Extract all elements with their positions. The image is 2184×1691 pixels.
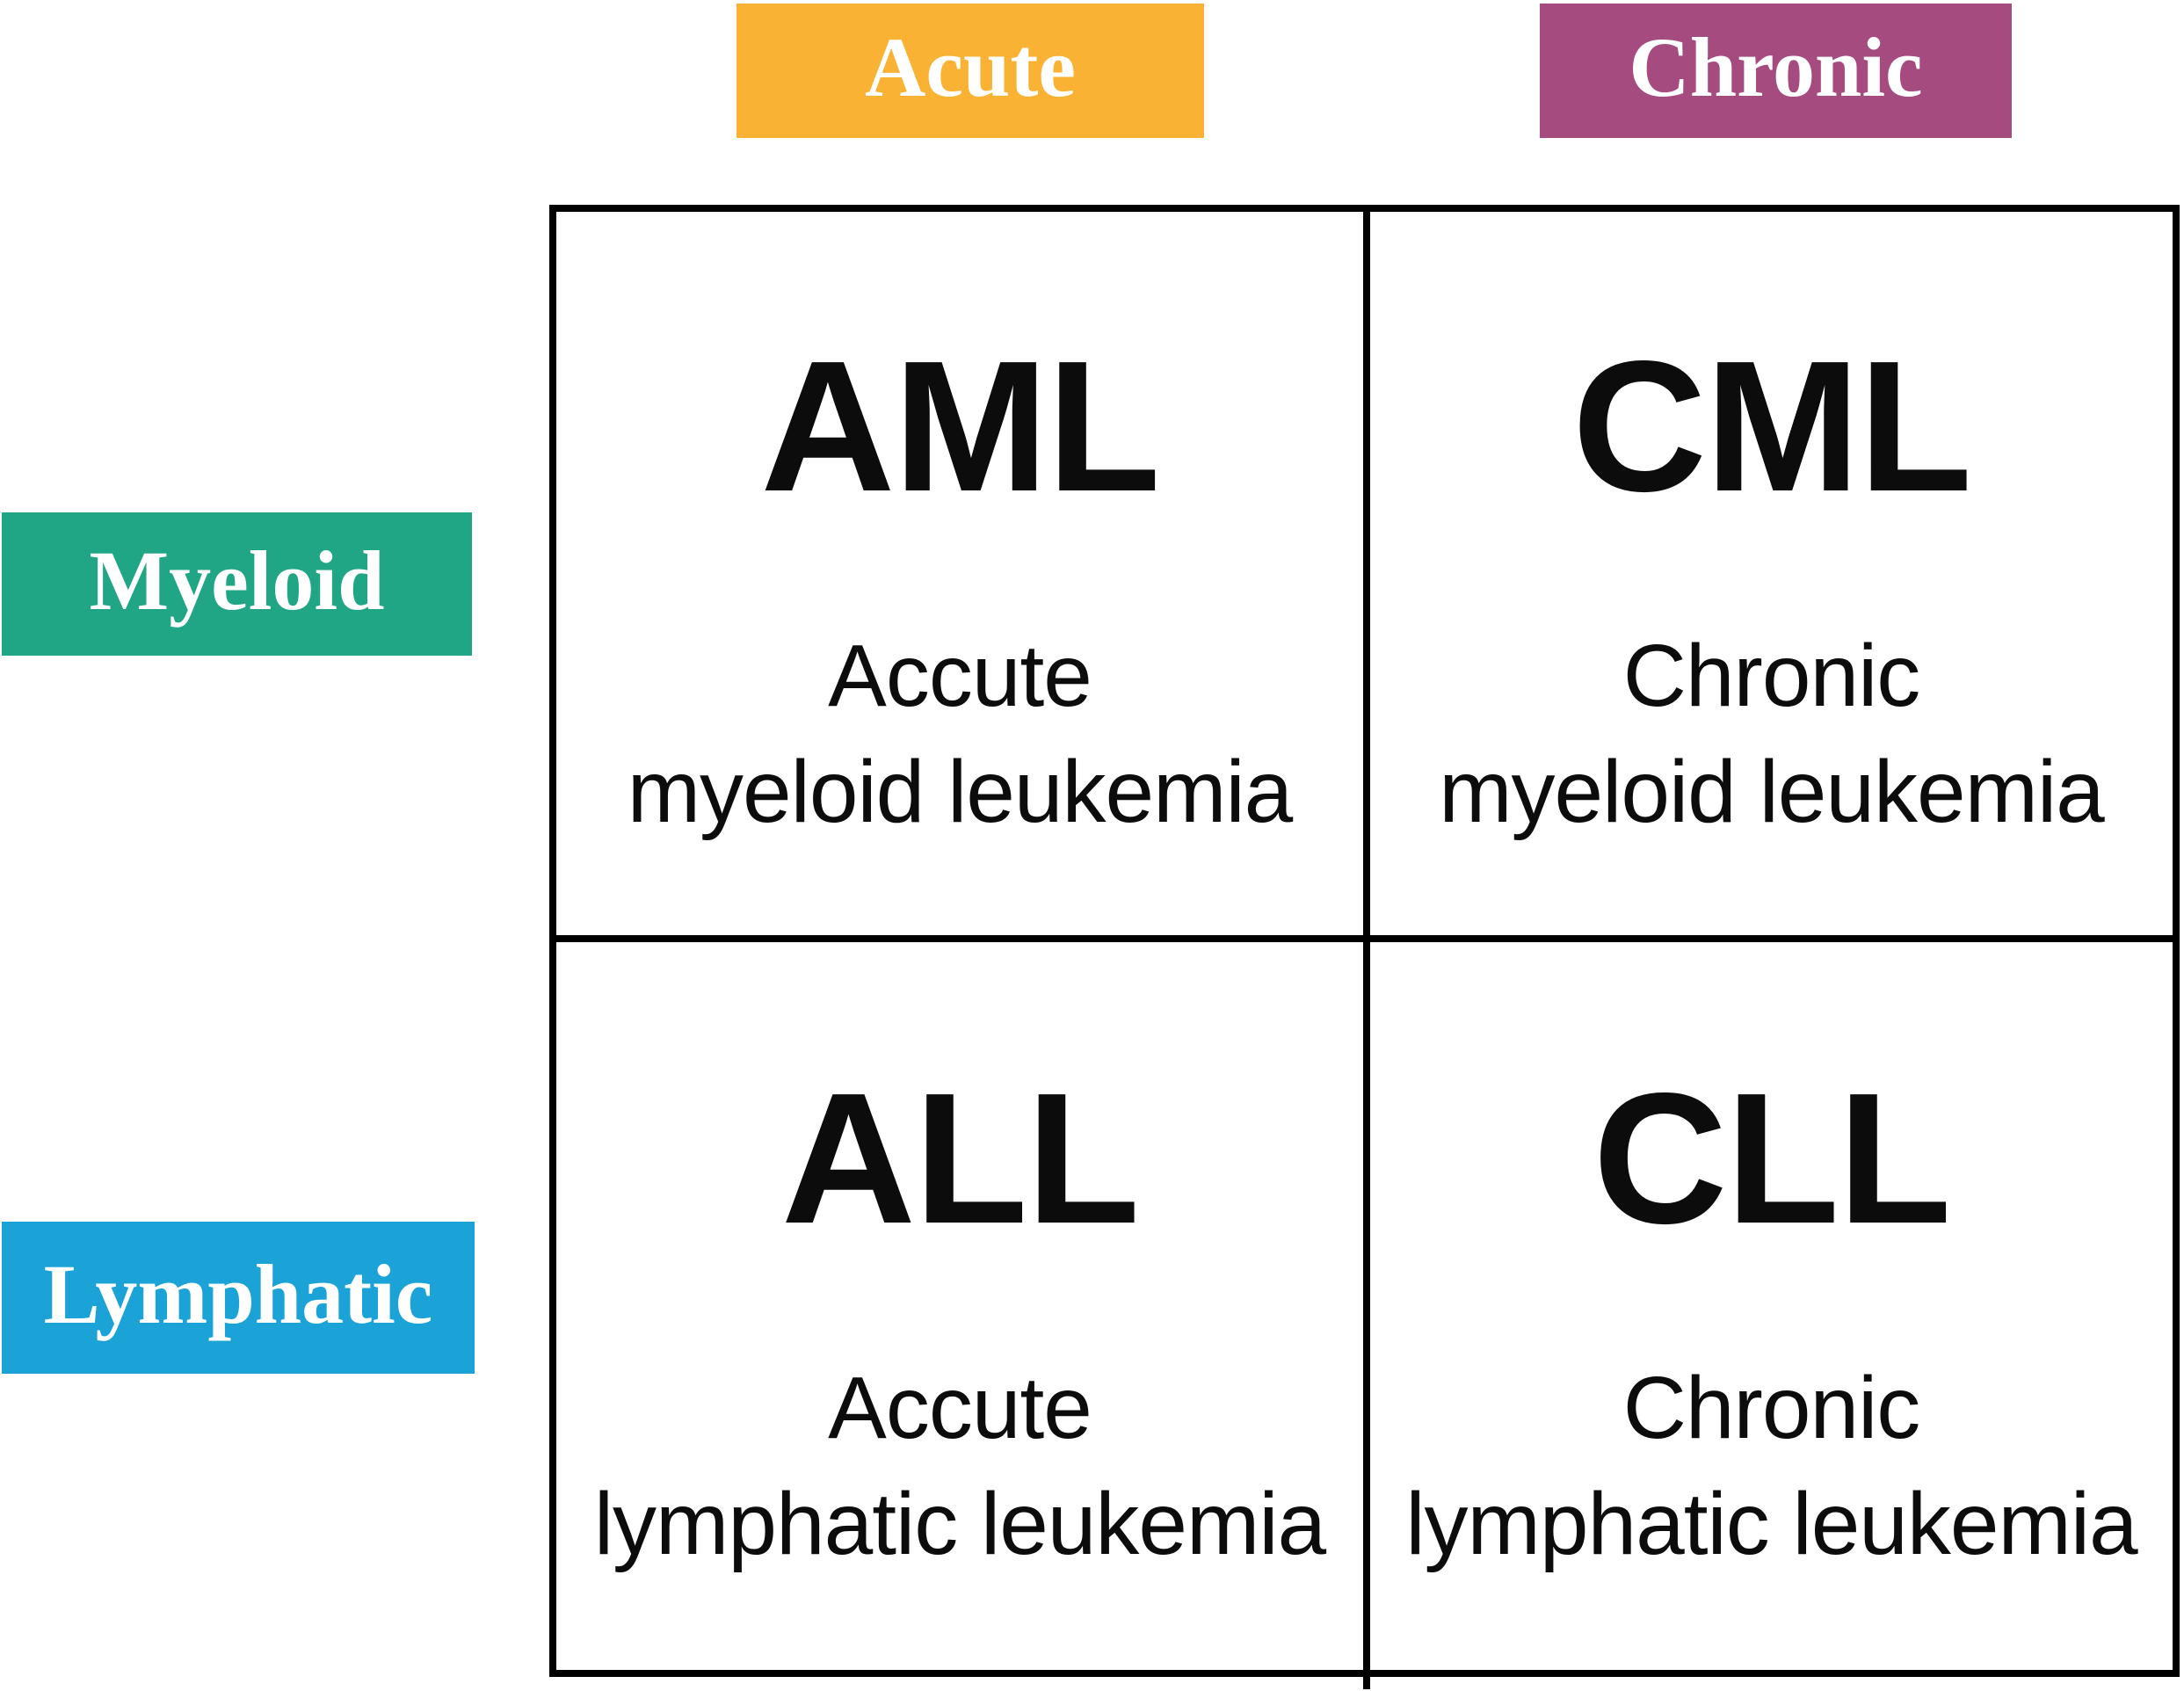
column-header-acute: Acute bbox=[736, 4, 1204, 138]
cell-cll-caption: Chronic lymphatic leukemia bbox=[1405, 1350, 2137, 1582]
cell-aml: AML Accute myeloid leukemia bbox=[556, 212, 1363, 935]
cell-all-caption-line-1: Accute bbox=[828, 1359, 1092, 1457]
row-header-lymphatic: Lymphatic bbox=[2, 1222, 475, 1374]
cell-cll: CLL Chronic lymphatic leukemia bbox=[1370, 942, 2173, 1670]
column-header-chronic: Chronic bbox=[1540, 4, 2012, 138]
cell-aml-caption: Accute myeloid leukemia bbox=[627, 618, 1294, 850]
grid-horizontal-divider bbox=[556, 935, 2173, 942]
cell-cml-caption: Chronic myeloid leukemia bbox=[1439, 618, 2105, 850]
cell-aml-caption-line-1: Accute bbox=[828, 626, 1092, 725]
cell-cml-caption-line-1: Chronic bbox=[1622, 626, 1921, 725]
cell-cml-caption-line-2: myeloid leukemia bbox=[1439, 742, 2105, 841]
cell-cml-acronym: CML bbox=[1571, 321, 1972, 530]
cell-all-caption-line-2: lymphatic leukemia bbox=[593, 1475, 1326, 1573]
cell-all-caption: Accute lymphatic leukemia bbox=[593, 1350, 1326, 1582]
row-header-myeloid: Myeloid bbox=[2, 512, 472, 656]
cell-aml-caption-line-2: myeloid leukemia bbox=[627, 742, 1294, 841]
cell-all: ALL Accute lymphatic leukemia bbox=[556, 942, 1363, 1670]
grid-vertical-divider bbox=[1363, 212, 1370, 1689]
cell-aml-acronym: AML bbox=[760, 321, 1160, 530]
cell-cll-acronym: CLL bbox=[1593, 1054, 1951, 1262]
cell-cll-caption-line-2: lymphatic leukemia bbox=[1405, 1475, 2137, 1573]
cell-cll-caption-line-1: Chronic bbox=[1622, 1359, 1921, 1457]
cell-all-acronym: ALL bbox=[780, 1054, 1140, 1262]
cell-cml: CML Chronic myeloid leukemia bbox=[1370, 212, 2173, 935]
matrix-grid: AML Accute myeloid leukemia CML Chronic … bbox=[549, 205, 2180, 1689]
